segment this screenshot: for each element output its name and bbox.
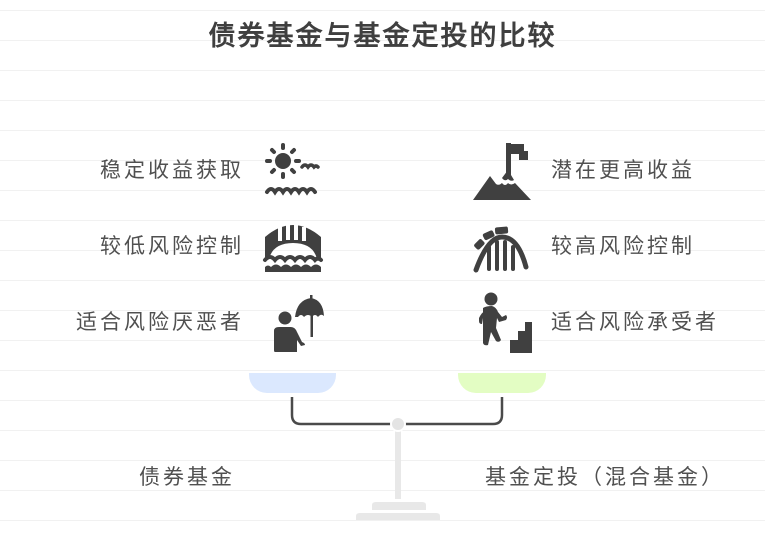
- left-item-label-3: 适合风险厌恶者: [76, 310, 244, 334]
- fixed-investment-pill: [458, 373, 546, 393]
- fixed-investment-label: 基金定投（混合基金）: [485, 465, 725, 489]
- person-umbrella-icon: [261, 290, 325, 354]
- page-title: 债券基金与基金定投的比较: [208, 21, 557, 52]
- bond-fund-pill: [249, 373, 336, 393]
- bridge-icon: [261, 215, 325, 279]
- sun-water-icon: [261, 140, 325, 204]
- roller-coaster-icon: [470, 215, 534, 279]
- right-item-label-1: 潜在更高收益: [551, 158, 695, 182]
- right-item-label-2: 较高风险控制: [551, 234, 695, 258]
- left-item-label-1: 稳定收益获取: [100, 158, 244, 182]
- bond-fund-label: 债券基金: [139, 465, 235, 489]
- person-climbing-stairs-icon: [470, 290, 534, 354]
- mountain-flag-icon: [470, 140, 534, 204]
- right-item-label-3: 适合风险承受者: [551, 310, 719, 334]
- left-item-label-2: 较低风险控制: [100, 234, 244, 258]
